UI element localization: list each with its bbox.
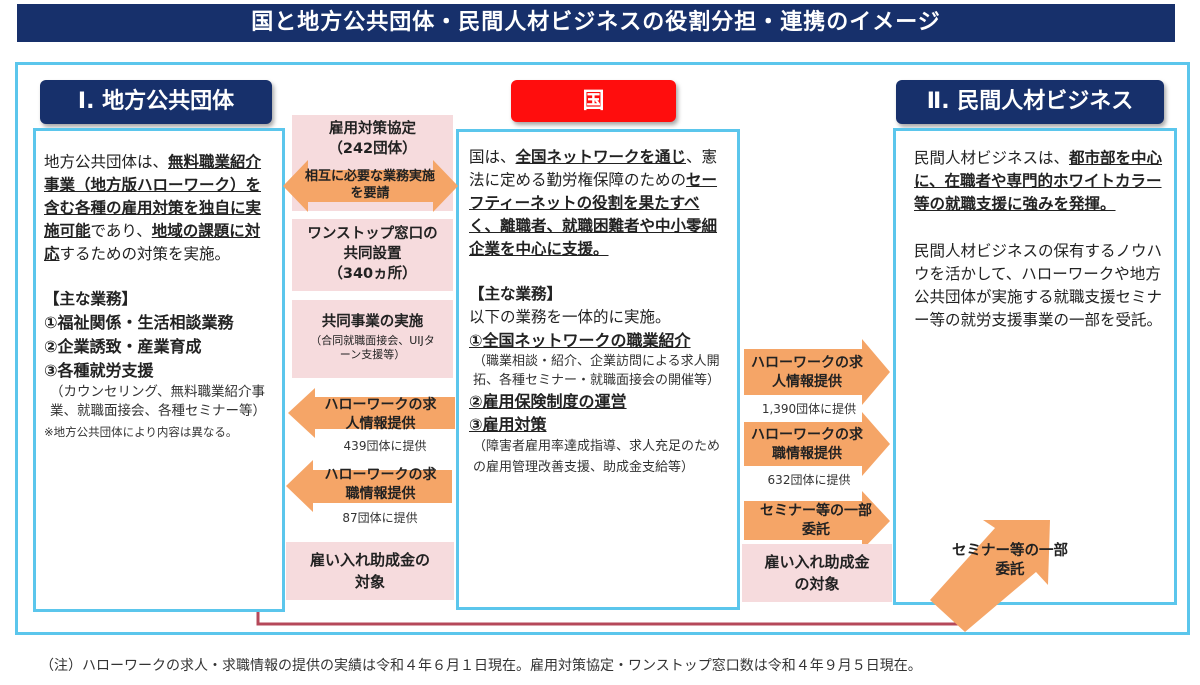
left-arrow-job-offers-label: ハローワークの求人情報提供 (324, 397, 437, 432)
joint-project-box: 共同事業の実施 （合同就職面接会、UIJターン支援等） (292, 300, 453, 378)
onestop-count: （340ヵ所） (328, 266, 417, 282)
right-arrow-seminar (744, 491, 890, 550)
left-arrow-job-offers-count: 439団体に提供 (343, 439, 427, 453)
private-consignment: 民間人材ビジネスの保有するノウハウを活かして、ハローワークや地方公共団体が実施す… (914, 242, 1163, 329)
agreement-arrow-label: 相互に必要な業務実施を要請 (305, 169, 436, 201)
local-duty-3: ③各種就労支援 (44, 361, 154, 380)
right-arrow-seminar-label: セミナー等の一部委託 (760, 503, 872, 538)
local-duty-2: ②企業誘致・産業育成 (44, 337, 202, 356)
national-duty-3: ③雇用対策 (469, 415, 547, 434)
national-duties-intro: 以下の業務を一体的に実施。 (469, 308, 671, 326)
national-text-1: 国は、 (469, 148, 516, 166)
header-local-government: Ⅰ. 地方公共団体 (40, 80, 272, 124)
national-text-2: 全国ネットワークを通じ (515, 148, 687, 166)
local-duties-title: 【主な業務】 (44, 290, 138, 308)
right-arrow-job-offers-label: ハローワークの求人情報提供 (751, 355, 863, 390)
local-text-3: であり、 (90, 222, 152, 240)
agreement-count: （242団体） (328, 141, 417, 157)
header-private-hr: Ⅱ. 民間人材ビジネス (896, 80, 1164, 124)
right-arrow-job-seekers-count: 632団体に提供 (767, 473, 851, 487)
private-text-1: 民間人材ビジネスは、 (914, 149, 1070, 167)
local-text-5: するための対策を実施。 (59, 245, 231, 263)
bottom-arrow-seminar-label: セミナー等の一部委託 (952, 543, 1068, 578)
national-duty-2: ②雇用保険制度の運営 (469, 392, 627, 411)
local-text-1: 地方公共団体は、 (44, 153, 169, 171)
left-arrow-job-seekers-count: 87団体に提供 (342, 511, 418, 525)
page-title: 国と地方公共団体・民間人材ビジネスの役割分担・連携のイメージ (17, 4, 1175, 42)
local-footnote: ※地方公共団体により内容は異なる。 (44, 425, 238, 439)
bottom-arrow-seminar (930, 520, 1050, 632)
left-arrow-job-offers (288, 388, 455, 438)
local-text-2: 無料職業紹介事業（地方版ハローワーク）を含む各種の雇用対策を独自に実施可能 (44, 153, 262, 240)
national-duty-1: ①全国ネットワークの職業紹介 (469, 331, 691, 350)
national-description: 国は、全国ネットワークを通じ、憲法に定める勤労権保障のためのセーフティーネットの… (469, 146, 729, 261)
private-text-2: 都市部を中心に、在職者や専門的ホワイトカラー等の就職支援に強みを発揮。 (914, 149, 1163, 213)
diagram-frame (15, 62, 1190, 635)
right-subsidy-box: 雇い入れ助成金の対象 (742, 544, 892, 602)
joint-project-sub: （合同就職面接会、UIJターン支援等） (310, 334, 435, 361)
agreement-title: 雇用対策協定 (329, 121, 416, 137)
right-arrow-job-seekers (744, 412, 890, 476)
footnote: （注）ハローワークの求人・求職情報の提供の実績は令和４年６月１日現在。雇用対策協… (40, 658, 922, 674)
panel-national: 国は、全国ネットワークを通じ、憲法に定める勤労権保障のためのセーフティーネットの… (456, 129, 740, 610)
joint-project-title: 共同事業の実施 (321, 314, 424, 330)
agreement-double-arrow (283, 160, 458, 212)
national-duty-1-detail: （職業相談・紹介、企業訪問による求人開拓、各種セミナー・就職面接会の開催等） (473, 354, 721, 388)
left-subsidy-box: 雇い入れ助成金の対象 (286, 542, 454, 600)
local-duty-1: ①福祉関係・生活相談業務 (44, 313, 234, 332)
right-arrow-job-offers-count: 1,390団体に提供 (761, 402, 857, 416)
private-description: 民間人材ビジネスは、都市部を中心に、在職者や専門的ホワイトカラー等の就職支援に強… (914, 147, 1164, 216)
left-arrow-job-seekers (286, 460, 452, 512)
right-arrow-job-seekers-label: ハローワークの求職情報提供 (751, 427, 863, 462)
national-text-3: 、憲法に定める勤労権保障のための (469, 148, 718, 189)
onestop-box: ワンストップ窓口の共同設置 （340ヵ所） (292, 219, 453, 291)
local-description: 地方公共団体は、無料職業紹介事業（地方版ハローワーク）を含む各種の雇用対策を独自… (44, 151, 274, 266)
local-duty-3-detail: （カウンセリング、無料職業紹介事業、就職面接会、各種セミナー等） (50, 384, 266, 419)
national-text-4: セーフティーネットの役割を果たすべく、離職者、就職困難者や中小零細企業を中心に支… (469, 171, 718, 258)
national-duties-title: 【主な業務】 (469, 285, 563, 303)
right-arrow-job-offers (744, 339, 890, 405)
header-national: 国 (511, 80, 676, 122)
national-duty-3-detail: （障害者雇用率達成指導、求人充足のための雇用管理改善支援、助成金支給等） (473, 439, 721, 475)
local-text-4: 地域の課題に対応 (44, 222, 261, 263)
panel-local-government: 地方公共団体は、無料職業紹介事業（地方版ハローワーク）を含む各種の雇用対策を独自… (33, 128, 285, 612)
left-arrow-job-seekers-label: ハローワークの求職情報提供 (324, 467, 437, 502)
onestop-title: ワンストップ窓口の共同設置 (307, 226, 438, 262)
